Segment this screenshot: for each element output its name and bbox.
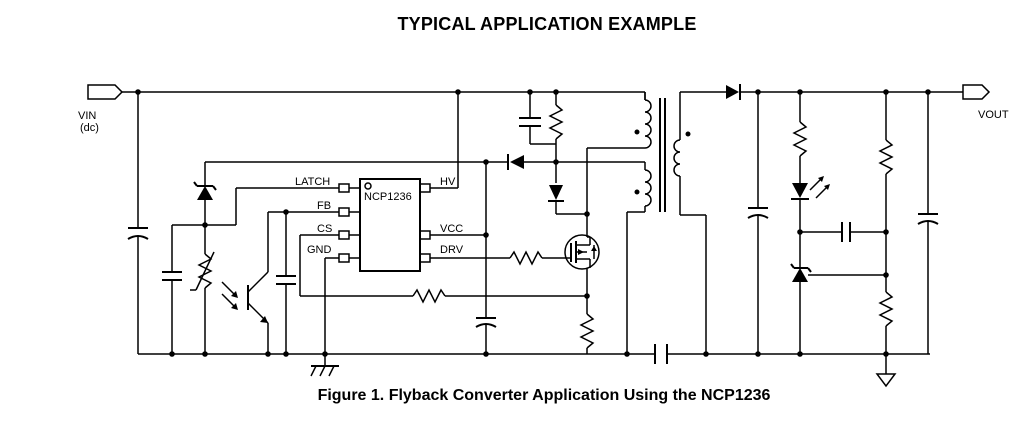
transformer-secondary — [673, 91, 726, 354]
shunt-regulator — [790, 263, 886, 354]
vin-sub-label: (dc) — [80, 122, 99, 134]
y-capacitor — [650, 344, 672, 364]
transformer-primary — [586, 92, 652, 237]
pin-hv-label: HV — [440, 176, 456, 188]
latch-network — [162, 162, 339, 354]
snubber-diode — [549, 185, 563, 200]
aux-diode — [510, 155, 524, 169]
output-divider — [875, 92, 897, 388]
input-rail — [122, 91, 646, 100]
ic-ground — [310, 257, 339, 377]
feedback-network — [221, 211, 339, 354]
transformer-core — [659, 98, 666, 212]
vin-label: VIN — [78, 110, 96, 122]
junction-dots — [135, 89, 931, 357]
output-capacitor-2 — [917, 92, 939, 354]
ncp1236-ic: NCP1236 LATCH FB CS GND HV VCC DRV — [295, 176, 464, 272]
vin-terminal: VIN (dc) — [78, 84, 124, 134]
current-sense-path — [299, 234, 595, 354]
hv-wire — [430, 92, 459, 189]
pin-vcc-label: VCC — [440, 223, 463, 235]
vcc-rail — [430, 162, 497, 354]
vout-label: VOUT — [978, 109, 1009, 121]
figure-caption: Figure 1. Flyback Converter Application … — [317, 387, 771, 404]
output-capacitor-1 — [747, 92, 769, 354]
pin-gnd-label: GND — [307, 244, 332, 256]
opto-led — [792, 183, 808, 198]
gate-drive — [430, 250, 566, 266]
output-ground-icon — [875, 373, 897, 388]
pin-drv-label: DRV — [440, 244, 464, 256]
ic-name-label: NCP1236 — [364, 191, 412, 203]
input-capacitor — [127, 92, 149, 354]
vout-terminal: VOUT — [962, 84, 1009, 121]
pin-cs-label: CS — [317, 223, 332, 235]
snubber-network — [519, 92, 587, 215]
page-heading: TYPICAL APPLICATION EXAMPLE — [397, 14, 697, 34]
pin-latch-label: LATCH — [295, 176, 330, 188]
auxiliary-winding — [205, 154, 652, 354]
compensation-capacitor — [800, 222, 886, 242]
pin-fb-label: FB — [317, 200, 331, 212]
led-branch — [791, 92, 830, 268]
power-mosfet — [564, 234, 600, 300]
